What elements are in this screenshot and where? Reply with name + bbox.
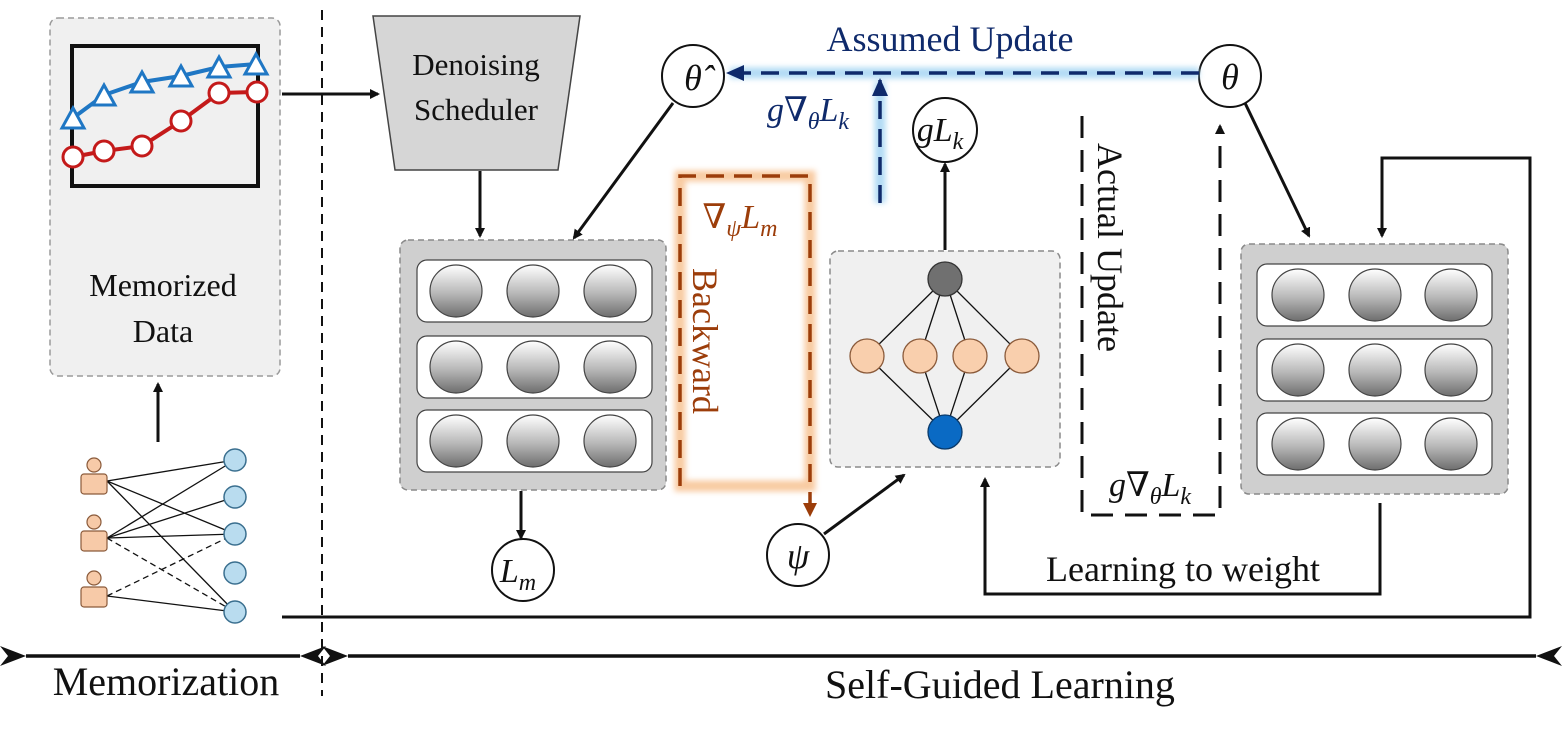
theta-hat-to-model-arrow	[572, 102, 675, 240]
embedding-ball	[583, 414, 637, 468]
input-neuron	[927, 414, 963, 450]
memorization-label: Memorization	[53, 659, 280, 704]
hidden-neuron	[902, 338, 938, 374]
actual-update-path	[1080, 116, 1225, 517]
feedback-loop-path	[282, 156, 1532, 619]
psi-label: ψ	[787, 536, 810, 576]
gLk-label: gLk	[917, 112, 964, 155]
recommender-model-left	[399, 239, 667, 491]
embedding-ball	[429, 340, 483, 394]
circle-marker	[169, 109, 193, 133]
circle-series-markers	[61, 80, 269, 169]
user-icon	[80, 514, 108, 552]
embedding-ball	[1424, 343, 1478, 397]
user-icon	[80, 457, 108, 495]
assumed-gradient-label: g∇θLk	[767, 92, 849, 135]
circle-marker	[92, 139, 116, 163]
gLk-node	[912, 97, 978, 163]
hidden-neuron	[1004, 338, 1040, 374]
embedding-ball	[1271, 268, 1325, 322]
theta-label: θ	[1221, 57, 1239, 97]
loss-m-node	[491, 538, 555, 602]
embedding-ball	[1348, 343, 1402, 397]
learning-to-weight-path	[980, 477, 1382, 596]
triangle-series-markers	[59, 50, 270, 130]
item-node	[223, 485, 247, 509]
embedding-ball	[1271, 417, 1325, 471]
output-neuron	[927, 261, 963, 297]
scheduler-label-1: Denoising	[412, 47, 539, 82]
embedding-ball	[1424, 417, 1478, 471]
circle-marker	[245, 80, 269, 104]
scheduler-label-2: Scheduler	[414, 92, 539, 127]
embedding-ball	[506, 264, 560, 318]
memorized-data-label-1: Memorized	[89, 267, 237, 303]
triangle-marker	[167, 62, 195, 88]
triangle-marker	[205, 53, 233, 79]
hidden-neuron	[849, 338, 885, 374]
triangle-marker	[90, 81, 118, 107]
weight-network	[829, 250, 1061, 468]
item-node	[223, 600, 247, 624]
embedding-ball	[506, 340, 560, 394]
circle-marker	[207, 81, 231, 105]
theta-hat-node	[661, 44, 725, 108]
backward-path	[674, 170, 817, 517]
self-guided-learning-label: Self-Guided Learning	[825, 662, 1175, 707]
assumed-update-label: Assumed Update	[827, 19, 1074, 59]
embedding-ball	[429, 264, 483, 318]
embedding-ball	[506, 414, 560, 468]
theta-to-model-arrow	[1243, 102, 1311, 238]
denoising-scheduler-block	[372, 15, 581, 171]
embedding-ball	[583, 264, 637, 318]
recommender-model-right	[1240, 243, 1509, 495]
item-node	[223, 448, 247, 472]
embedding-ball	[1424, 268, 1478, 322]
circle-marker	[61, 145, 85, 169]
embedding-ball	[583, 340, 637, 394]
triangle-marker	[242, 50, 270, 76]
psi-node	[766, 523, 830, 587]
hidden-neuron	[952, 338, 988, 374]
actual-update-label: Actual Update	[1090, 143, 1130, 352]
user-item-graph	[80, 448, 247, 624]
user-icon	[80, 570, 108, 608]
triangle-marker	[128, 68, 156, 94]
backward-gradient-label: ∇ψLm	[703, 199, 778, 242]
circle-marker	[130, 134, 154, 158]
actual-gradient-label: g∇θLk	[1109, 467, 1191, 510]
embedding-ball	[1348, 417, 1402, 471]
assumed-update-path	[726, 65, 1199, 203]
embedding-ball	[1348, 268, 1402, 322]
embedding-ball	[429, 414, 483, 468]
loss-m-label: Lm	[499, 553, 536, 596]
item-node	[223, 522, 247, 546]
embedding-ball	[1271, 343, 1325, 397]
memorized-data-label-2: Data	[133, 313, 193, 349]
learning-to-weight-label: Learning to weight	[1046, 549, 1320, 589]
triangle-marker	[59, 104, 87, 130]
backward-label: Backward	[685, 268, 725, 414]
item-node	[223, 561, 247, 585]
psi-to-weight-net-arrow	[823, 473, 906, 536]
